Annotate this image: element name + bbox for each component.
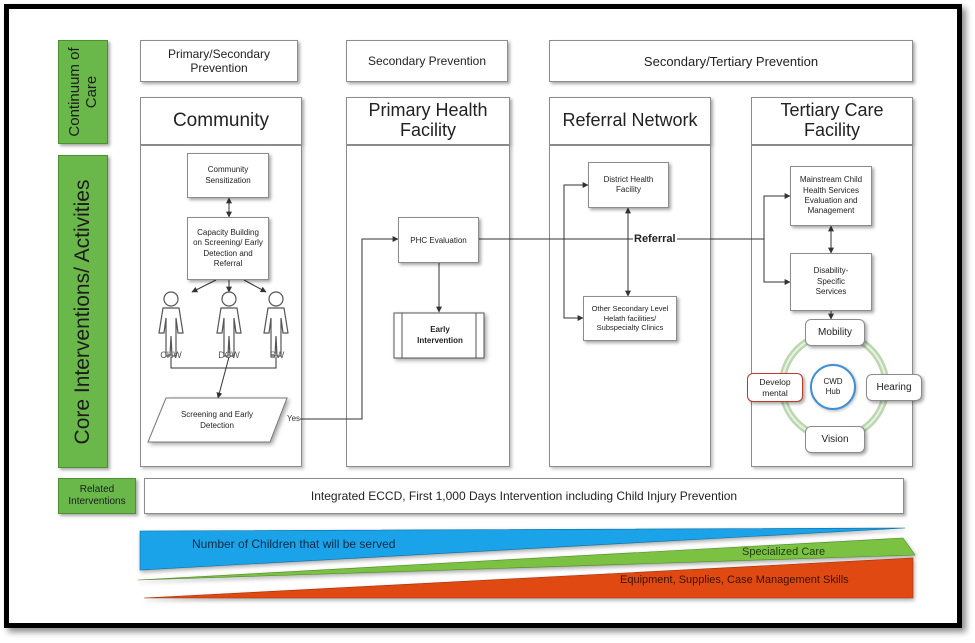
- node-district-health-facility-text: District Health Facility: [603, 174, 654, 194]
- continuum-of-care-label: Continuum of Care: [58, 40, 108, 144]
- prevention-secondary-tertiary-text: Secondary/Tertiary Prevention: [643, 53, 819, 69]
- edge-capacity-chw: [191, 279, 217, 293]
- node-early-intervention: Early Intervention: [417, 325, 463, 346]
- prevention-primary-secondary-text: Primary/Secondary Prevention: [167, 46, 271, 75]
- node-district-health-facility: District Health Facility: [588, 162, 669, 208]
- screening-shape: [147, 397, 288, 443]
- figure-chw-icon: [158, 291, 184, 357]
- column-header-community-text: Community: [172, 109, 270, 131]
- edge-capacity-sw: [243, 279, 267, 293]
- workers-bracket: [170, 357, 277, 369]
- column-header-community: Community: [140, 97, 302, 145]
- hub-node-hearing: Hearing: [866, 374, 922, 401]
- hub-node-mobility: Mobility: [805, 319, 865, 346]
- edge-dcw-screening: [216, 356, 230, 399]
- figure-sw-icon: [263, 291, 289, 357]
- node-capacity-building-text: Capacity Building on Screening/ Early De…: [193, 227, 263, 268]
- column-header-referral-text: Referral Network: [562, 110, 698, 131]
- wedge-label-children: Number of Children that will be served: [192, 537, 396, 551]
- related-interventions-text: Related Interventions: [68, 484, 126, 507]
- column-header-phf-text: Primary Health Facility: [368, 100, 488, 140]
- edge-screening-phc: [287, 236, 399, 420]
- worker-label-dcw: DCW: [218, 350, 240, 360]
- node-community-sensitization: Community Sensitization: [187, 153, 269, 198]
- worker-label-chw: CHW: [160, 350, 182, 360]
- edge-label-referral: Referral: [633, 233, 677, 245]
- node-phc-evaluation: PHC Evaluation: [398, 217, 479, 263]
- column-header-referral-network: Referral Network: [549, 97, 711, 145]
- column-body-primary-health-facility: [346, 145, 510, 467]
- hub-node-developmental: Develop mental: [747, 373, 803, 402]
- related-interventions-label: Related Interventions: [58, 478, 136, 514]
- node-disability-specific-services: Disability-Specific Services: [790, 253, 872, 311]
- edge-label-yes: Yes: [287, 414, 301, 423]
- prevention-secondary: Secondary Prevention: [346, 40, 508, 82]
- node-mainstream-child-health-text: Mainstream Child Health Services Evaluat…: [799, 175, 863, 216]
- column-header-tertiary-care-facility: Tertiary Care Facility: [751, 97, 913, 145]
- hub-node-hearing-text: Hearing: [876, 382, 912, 393]
- node-phc-evaluation-text: PHC Evaluation: [410, 235, 467, 245]
- core-interventions-label: Core Interventions/ Activities: [58, 155, 108, 468]
- column-header-primary-health-facility: Primary Health Facility: [346, 97, 510, 145]
- node-other-secondary-facilities: Other Secondary Level Helath facilities/…: [583, 296, 677, 341]
- wedge-equipment-shape: [143, 557, 914, 599]
- column-header-tertiary-text: Tertiary Care Facility: [780, 100, 884, 140]
- wedge-label-equipment: Equipment, Supplies, Case Management Ski…: [620, 574, 849, 586]
- node-capacity-building: Capacity Building on Screening/ Early De…: [187, 217, 269, 280]
- edge-referral-disability: [763, 239, 791, 285]
- figure-dcw-icon: [216, 291, 242, 357]
- hub-node-developmental-text: Develop mental: [759, 376, 791, 398]
- prevention-secondary-tertiary: Secondary/Tertiary Prevention: [549, 40, 913, 82]
- prevention-primary-secondary: Primary/Secondary Prevention: [140, 40, 298, 82]
- edge-referral-mainstream: [763, 193, 791, 239]
- early-intervention-shape: [393, 312, 485, 359]
- node-community-sensitization-text: Community Sensitization: [205, 165, 251, 185]
- prevention-secondary-text: Secondary Prevention: [367, 54, 487, 68]
- edge-referral-other: [563, 239, 584, 321]
- hub-node-vision-text: Vision: [821, 434, 849, 445]
- hub-node-mobility-text: Mobility: [818, 327, 852, 338]
- wedge-children-shape: [139, 527, 906, 571]
- related-interventions-bar: Integrated ECCD, First 1,000 Days Interv…: [144, 478, 904, 514]
- hub-center: CWD Hub: [810, 364, 856, 410]
- node-screening-early-detection: Screening and Early Detection: [180, 410, 254, 431]
- wedge-specialized-shape: [137, 537, 916, 581]
- wedge-label-specialized: Specialized Care: [742, 546, 826, 558]
- node-other-secondary-facilities-text: Other Secondary Level Helath facilities/…: [591, 303, 669, 333]
- edge-referral-district: [563, 182, 589, 239]
- node-mainstream-child-health: Mainstream Child Health Services Evaluat…: [790, 166, 872, 226]
- hub-node-vision: Vision: [805, 426, 865, 453]
- worker-label-sw: SW: [269, 350, 285, 360]
- related-interventions-bar-text: Integrated ECCD, First 1,000 Days Interv…: [310, 489, 738, 503]
- node-disability-specific-services-text: Disability-Specific Services: [813, 266, 849, 297]
- hub-center-text: CWD Hub: [823, 376, 843, 396]
